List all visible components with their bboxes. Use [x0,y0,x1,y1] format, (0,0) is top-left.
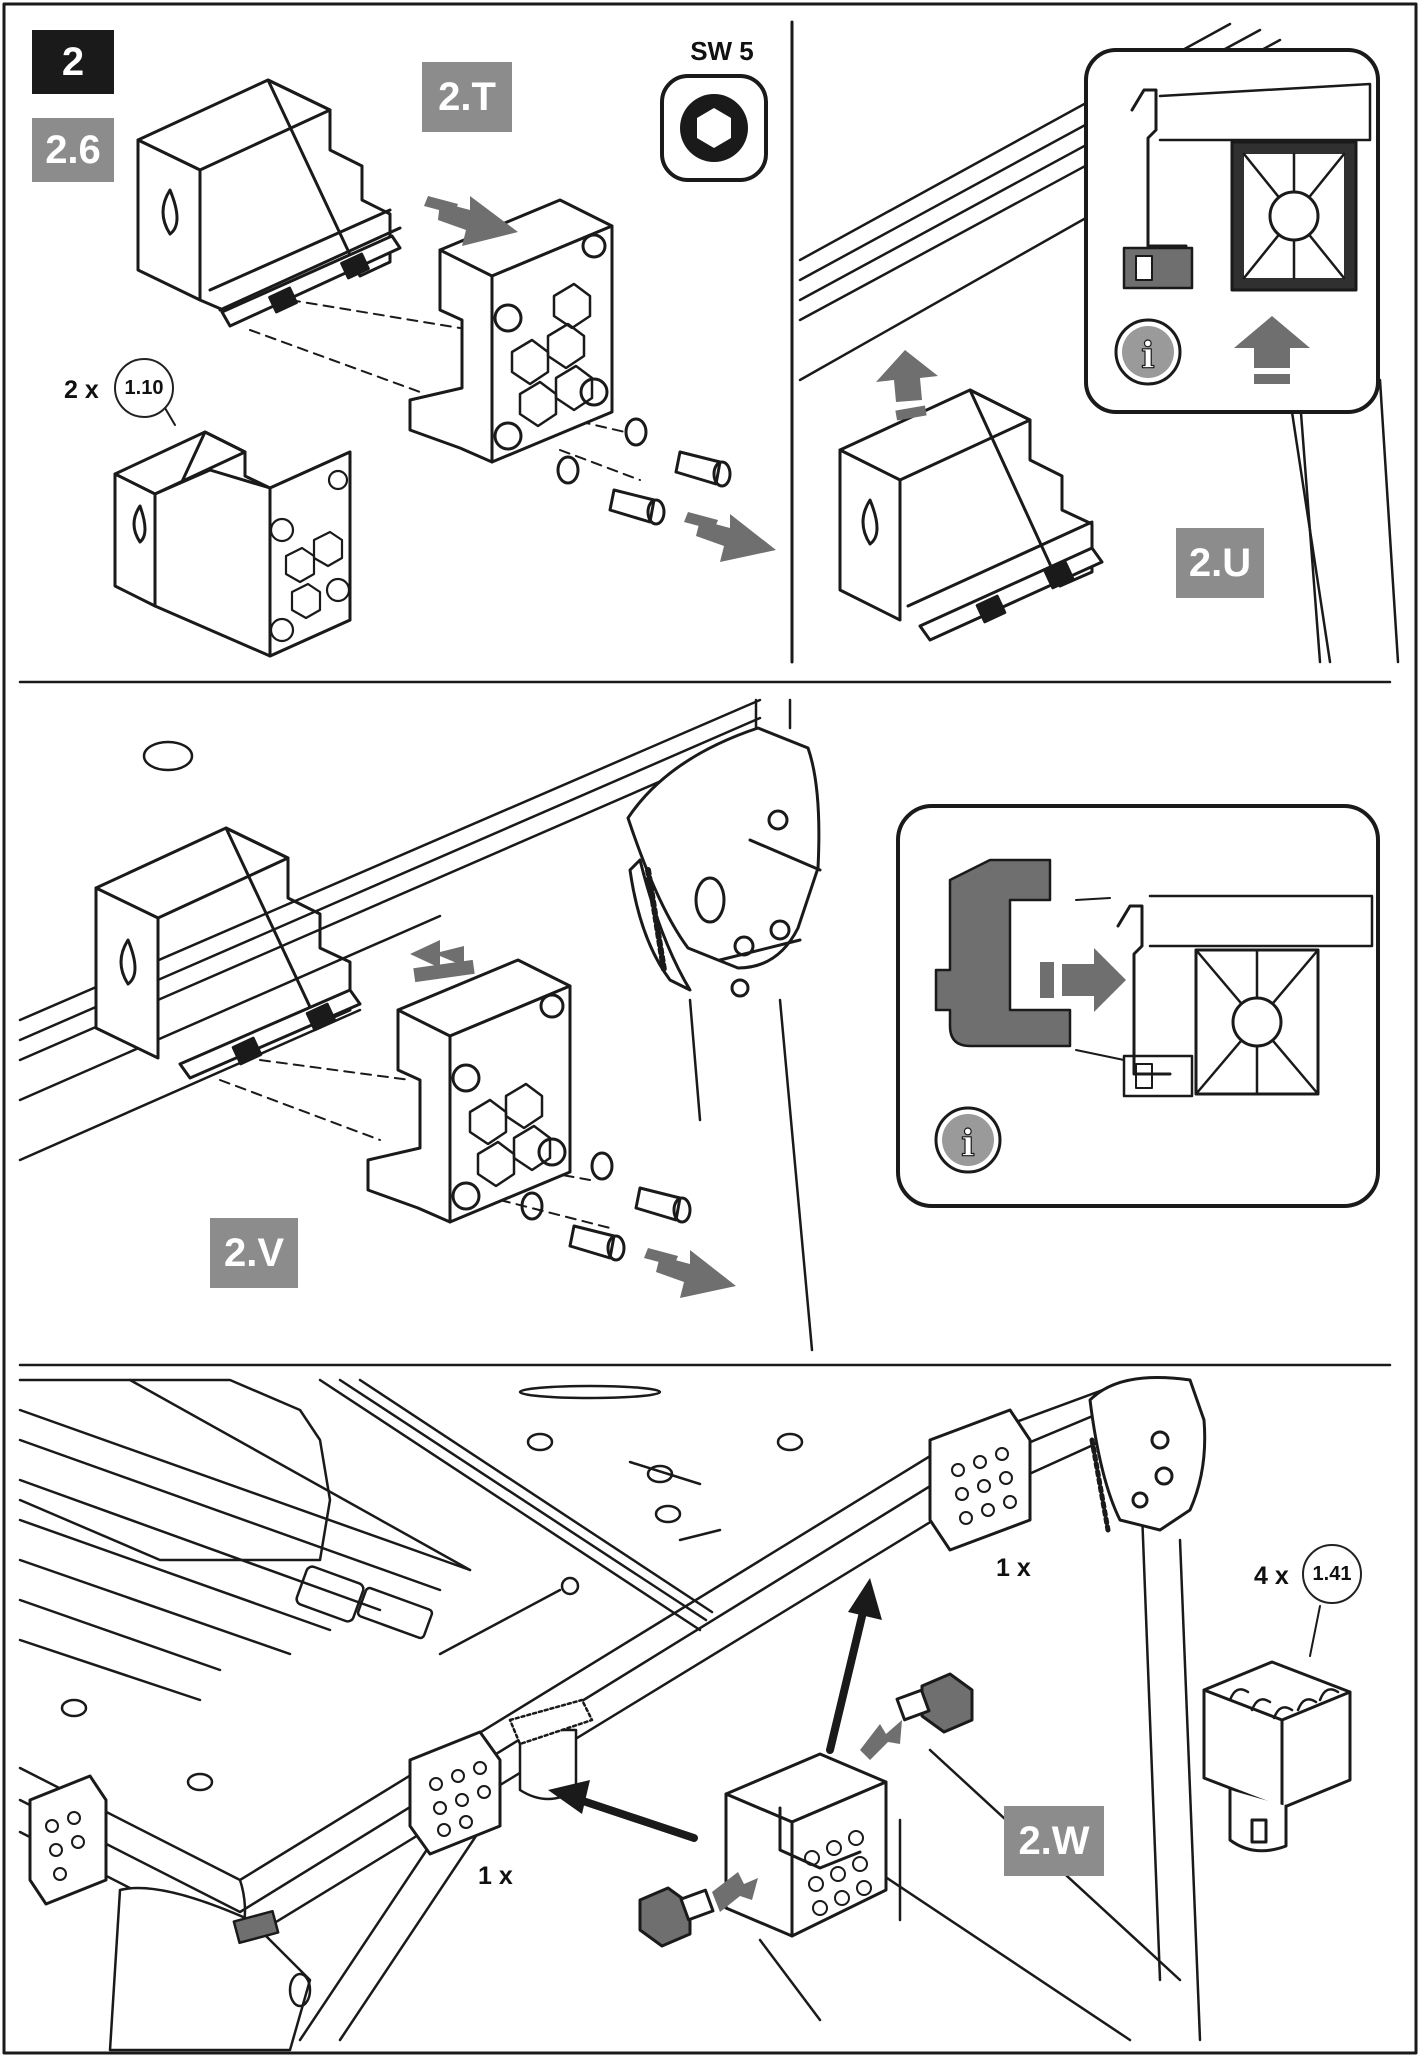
leg-bracket-2v [626,726,822,998]
svg-text:i: i [961,1123,975,1165]
insert-arrows-2w [712,1720,902,1912]
plug-part-141 [1202,1605,1352,1853]
mounted-connector-left [408,1730,502,1856]
detail-callout-2v: i [896,804,1380,1208]
corner-connector-2t [408,198,614,464]
screws-2v [520,1151,692,1262]
part-141-reference: 1.41 [1302,1544,1362,1604]
part-110-reference: 1.10 [114,358,174,418]
mounted-connector-edge [28,1774,108,1906]
plug-bottom [638,1886,715,1948]
svg-text:i: i [1141,335,1155,377]
corner-connector-2v [366,958,572,1224]
push-arrows-2v [410,940,736,1298]
profile-segment-2u [838,388,1104,642]
sub-step-label-2-u: 2.U [1176,528,1264,598]
screws-2t [556,417,732,526]
detail-callout-2u: i [1084,48,1380,664]
up-arrow-icon [1234,316,1310,384]
table-top-2w [18,1378,1202,2052]
tool-size-label: SW 5 [690,36,754,66]
mounted-connector-right [928,1408,1032,1552]
table-hole [142,740,194,772]
combined-part-110 [113,407,352,658]
profile-segment-2v [94,826,362,1080]
plug-top [895,1672,974,1734]
info-icon: i [934,1106,1002,1174]
connector-count-left: 1 x [478,1862,513,1890]
up-arrow-2u [876,350,938,421]
part-141-quantity: 4 x [1254,1562,1289,1590]
connector-count-right: 1 x [996,1554,1031,1582]
step-number-badge: 2 [32,30,114,94]
leg-bracket-2w [1088,1376,1207,1533]
sub-step-label-2-v: 2.V [210,1218,298,1288]
lift-arrows-2w [548,1578,882,1842]
sub-step-label-2-6: 2.6 [32,118,114,182]
part-110-quantity: 2 x [64,376,99,404]
profile-segment-2t [136,78,402,328]
sub-step-label-2-w: 2.W [1004,1806,1104,1876]
hex-key-icon [660,74,768,182]
loose-connector-2w [724,1752,888,1938]
push-arrows-2t [424,196,776,562]
sub-step-label-2-t: 2.T [422,62,512,132]
info-icon: i [1114,318,1182,386]
